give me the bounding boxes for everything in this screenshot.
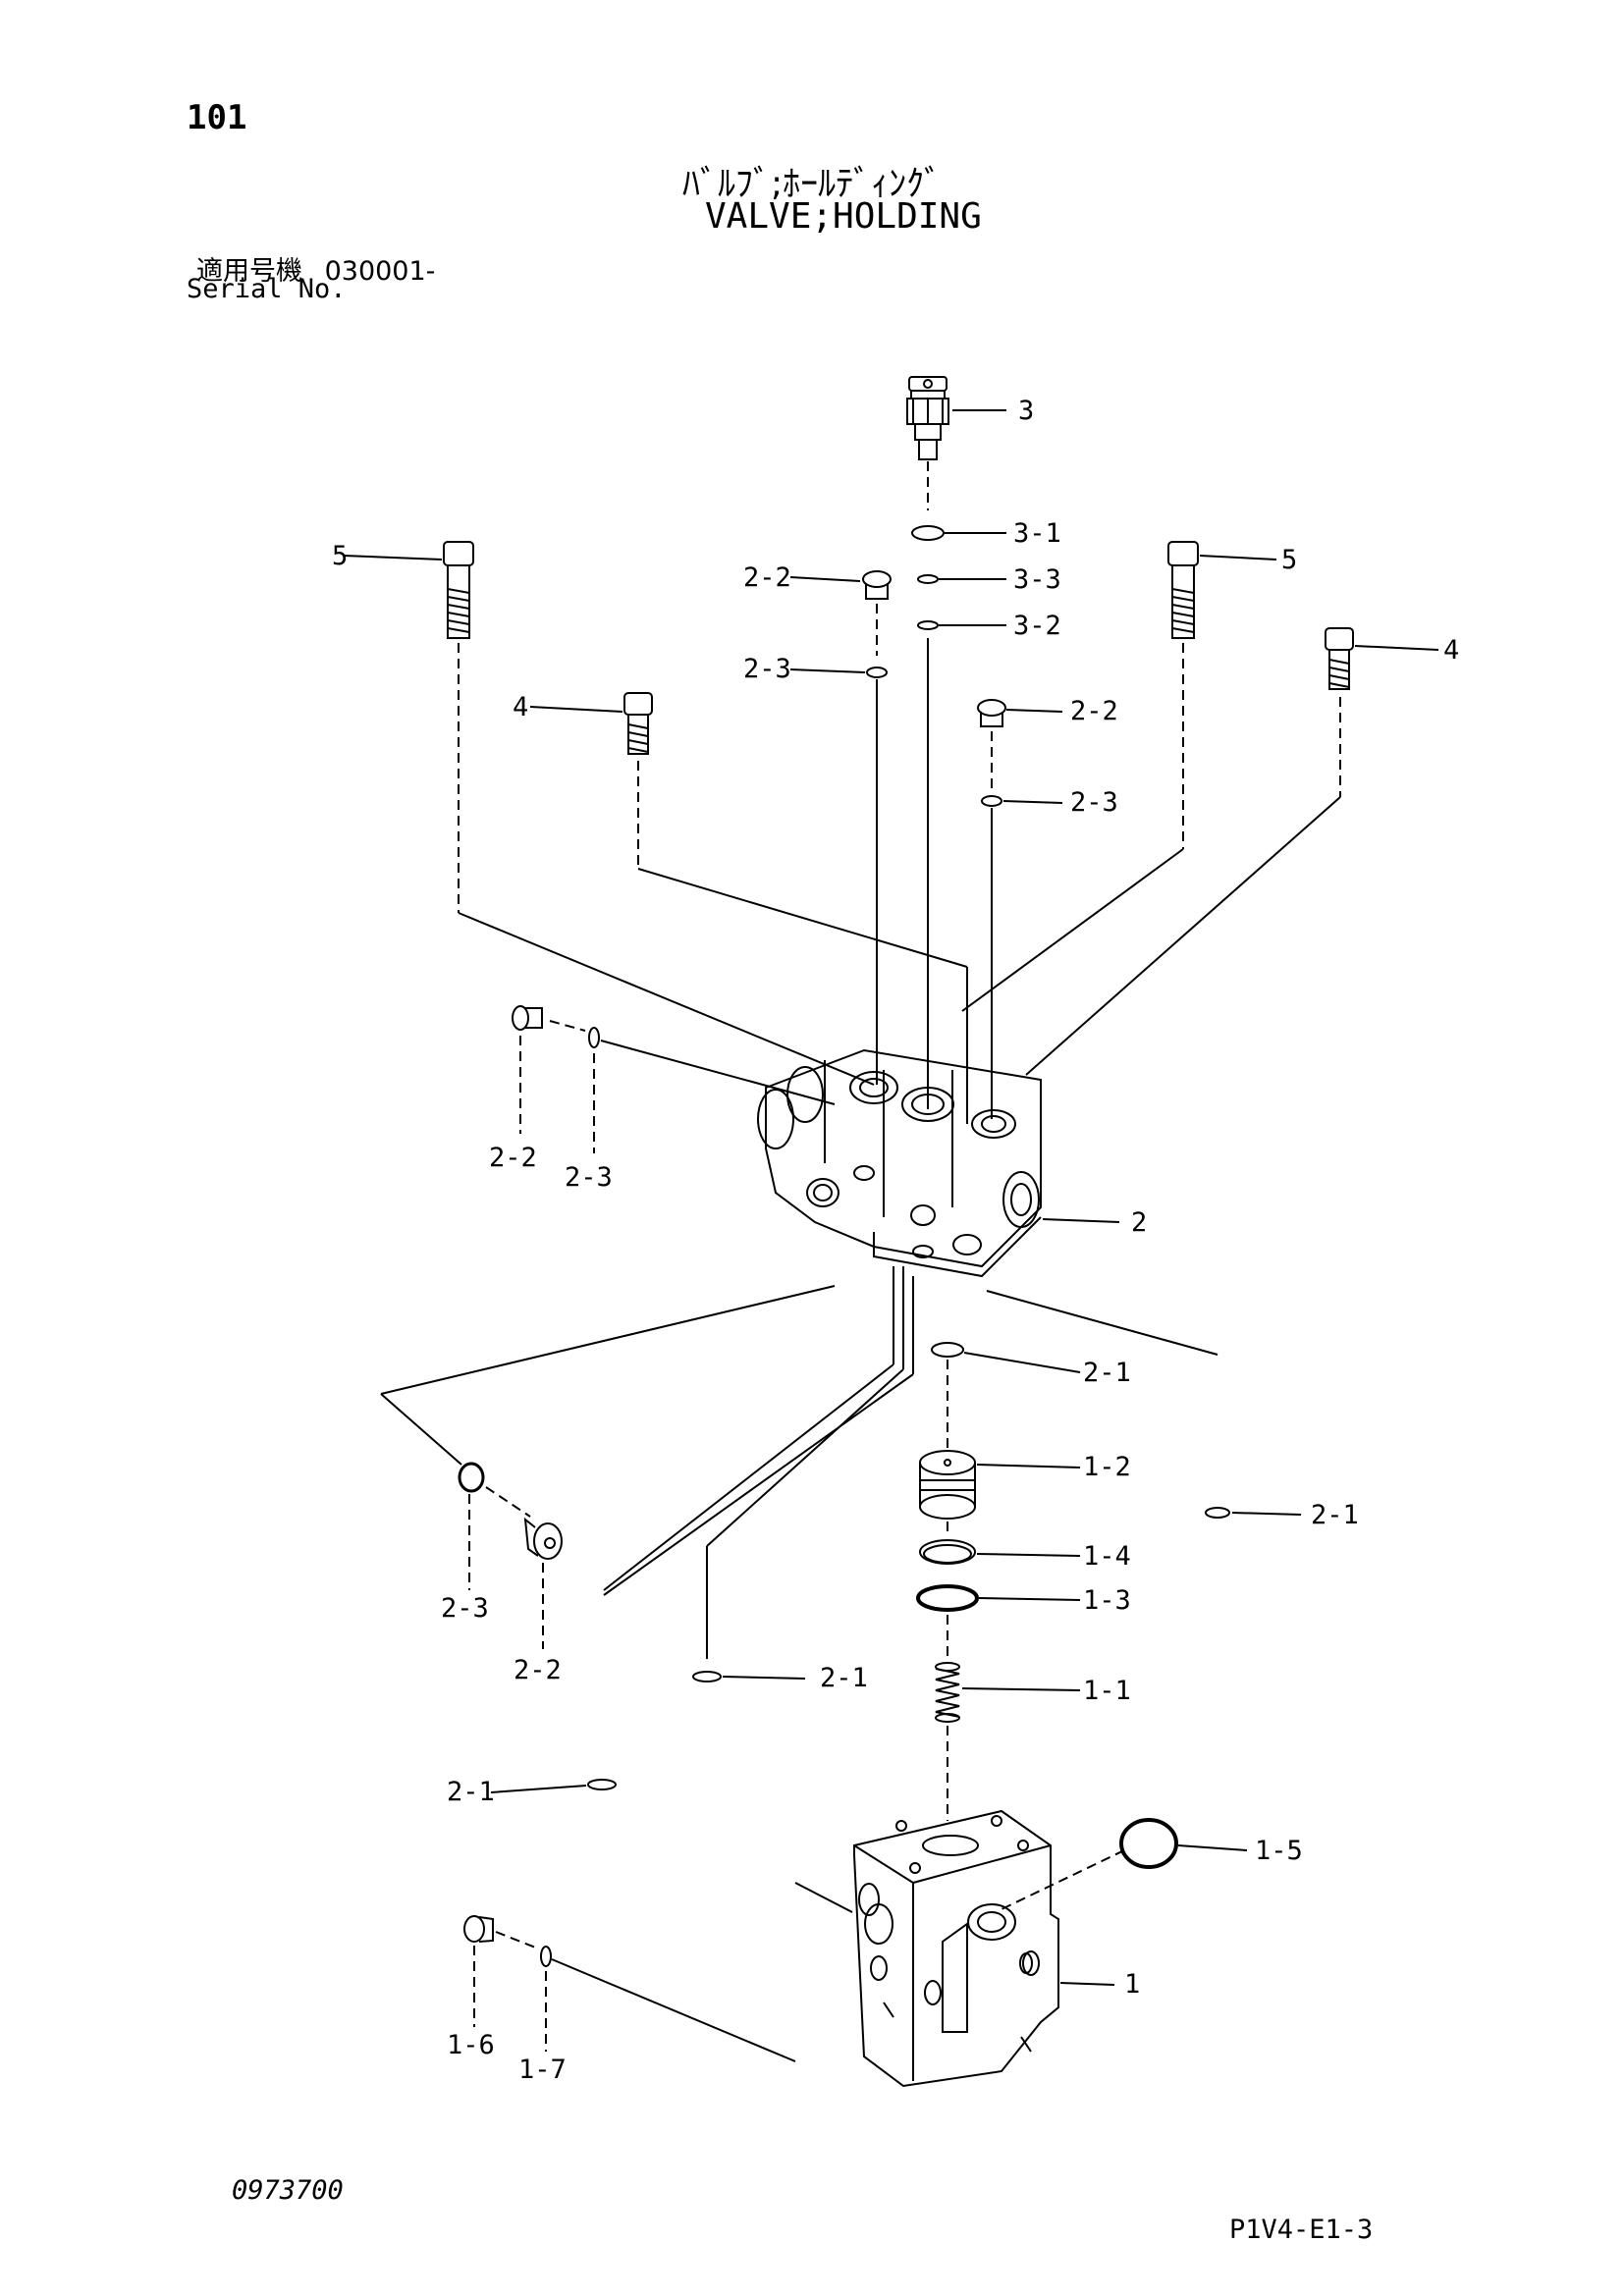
part-2-2-plug-side — [512, 1005, 543, 1031]
page-number: 101 — [187, 98, 247, 137]
callout-2-1: 2-1 — [1083, 1358, 1131, 1388]
callout-2-2: 2-2 — [743, 562, 791, 593]
callout-1-1: 1-1 — [1083, 1676, 1131, 1706]
callout-2-3: 2-3 — [743, 654, 791, 684]
callout-4-left: 4 — [513, 692, 528, 722]
part-2-valve-body — [757, 1048, 1042, 1278]
callout-3-3: 3-3 — [1013, 564, 1061, 595]
callout-2-1-right: 2-1 — [1311, 1500, 1359, 1530]
callout-2-2-side: 2-2 — [489, 1143, 537, 1173]
callout-1-3: 1-3 — [1083, 1585, 1131, 1616]
callout-5-left: 5 — [332, 541, 348, 571]
callout-1-4: 1-4 — [1083, 1541, 1131, 1572]
callout-1: 1 — [1124, 1969, 1140, 2000]
callout-2-2-lower: 2-2 — [514, 1655, 562, 1685]
callout-3-1: 3-1 — [1013, 518, 1061, 549]
part-4-bolt-left — [623, 692, 653, 755]
part-3-cartridge — [906, 376, 949, 460]
serial-label-jp: 適用号機 — [196, 256, 302, 287]
callout-2-3-right: 2-3 — [1070, 787, 1118, 818]
part-1-2-piston — [919, 1450, 976, 1520]
part-2-2-plug-right — [977, 699, 1006, 727]
part-1-1-spring — [935, 1662, 960, 1723]
callout-3: 3 — [1018, 396, 1034, 426]
callout-2-2-right: 2-2 — [1070, 696, 1118, 726]
callout-5-right: 5 — [1281, 545, 1297, 575]
callout-4-right: 4 — [1443, 635, 1459, 666]
serial-label-japanese: 適用号機 030001- — [196, 249, 435, 288]
callout-2-1-left: 2-1 — [447, 1777, 495, 1807]
part-2-2-plug-upper — [862, 570, 892, 600]
callout-1-5: 1-5 — [1255, 1836, 1303, 1866]
page-code: P1V4-E1-3 — [1229, 2215, 1374, 2245]
callout-1-7: 1-7 — [518, 2055, 567, 2085]
serial-label-english: Serial No. — [187, 274, 347, 304]
document-number: 0973700 — [232, 2175, 344, 2206]
callout-2-1-center: 2-1 — [820, 1663, 868, 1693]
part-5-bolt-right — [1167, 541, 1199, 639]
title-japanese: ﾊﾞﾙﾌﾞ;ﾎｰﾙﾃﾞｨﾝｸﾞ — [682, 164, 943, 204]
title-english: VALVE;HOLDING — [705, 196, 982, 237]
callout-2-3-side: 2-3 — [565, 1162, 613, 1193]
part-1-6-plug — [463, 1915, 494, 1943]
serial-range: 030001- — [324, 256, 436, 287]
callout-3-2: 3-2 — [1013, 611, 1061, 641]
callout-1-6: 1-6 — [447, 2030, 495, 2060]
part-1-main-body — [853, 1809, 1059, 2088]
callout-2: 2 — [1131, 1207, 1147, 1238]
part-5-bolt-left — [443, 541, 474, 639]
callout-2-3-lower: 2-3 — [441, 1593, 489, 1624]
part-4-bolt-right — [1325, 627, 1354, 690]
part-2-2-plug-lower — [523, 1517, 563, 1560]
callout-1-2: 1-2 — [1083, 1452, 1131, 1482]
